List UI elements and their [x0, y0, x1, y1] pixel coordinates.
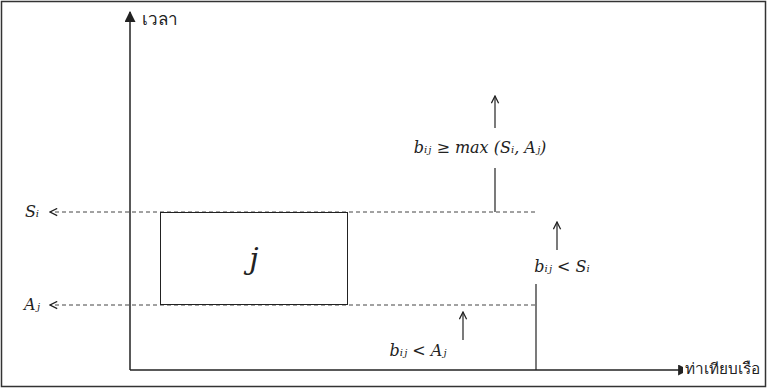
axis-label: เวลา — [140, 10, 180, 30]
region-line — [535, 284, 536, 370]
time-axis — [129, 12, 131, 370]
time-symbol: Aⱼ — [22, 296, 42, 314]
region-line — [494, 168, 495, 212]
condition-label: bᵢⱼ < Sᵢ — [532, 258, 591, 276]
block-label: j — [249, 244, 258, 274]
axis-label: ท่าเทียบเรือ — [683, 361, 762, 379]
region-arrow — [494, 96, 495, 128]
region-arrow — [462, 312, 463, 340]
berth-block: j — [160, 212, 348, 305]
region-arrow — [556, 222, 557, 250]
condition-label: bᵢⱼ < Aⱼ — [387, 342, 448, 360]
berth-axis — [130, 369, 688, 371]
time-symbol: Sᵢ — [23, 203, 41, 221]
condition-label: bᵢⱼ ≥ max (Sᵢ, Aⱼ) — [412, 139, 549, 157]
